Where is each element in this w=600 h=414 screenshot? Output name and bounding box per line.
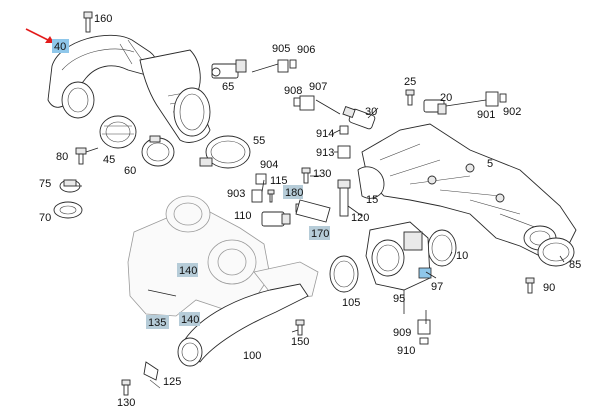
part-97-clip[interactable] (418, 267, 432, 279)
label-100[interactable]: 100 (243, 350, 261, 362)
label-95[interactable]: 95 (393, 293, 405, 305)
highlight-135 (146, 315, 169, 329)
part-10-seal-ring[interactable] (427, 229, 457, 267)
label-180[interactable]: 180 (285, 187, 303, 199)
part-55-large-clamp[interactable] (199, 135, 251, 169)
label-55[interactable]: 55 (253, 135, 265, 147)
turbocharger-assembly (127, 195, 319, 317)
part-901-connector[interactable] (485, 91, 507, 107)
label-70[interactable]: 70 (39, 212, 51, 224)
label-130-upper[interactable]: 130 (313, 168, 331, 180)
label-908[interactable]: 908 (284, 85, 302, 97)
part-15-gasket[interactable] (357, 166, 385, 199)
part-115-bolt[interactable] (267, 189, 275, 203)
label-20[interactable]: 20 (440, 92, 452, 104)
label-120[interactable]: 120 (351, 212, 369, 224)
highlight-40 (52, 39, 69, 53)
part-130-bolt-lower[interactable] (121, 379, 131, 396)
label-914[interactable]: 914 (316, 128, 334, 140)
label-10[interactable]: 10 (456, 250, 468, 262)
label-40[interactable]: 40 (54, 41, 66, 53)
label-5[interactable]: 5 (487, 158, 493, 170)
part-5-intake-manifold[interactable] (361, 123, 577, 257)
label-913[interactable]: 913 (316, 147, 334, 159)
label-125[interactable]: 125 (163, 376, 181, 388)
label-45[interactable]: 45 (103, 154, 115, 166)
part-170-bracket[interactable] (295, 199, 331, 223)
part-150-bolt[interactable] (295, 319, 305, 336)
part-60-hose-clamp[interactable] (141, 135, 175, 167)
label-160[interactable]: 160 (94, 13, 112, 25)
label-97[interactable]: 97 (431, 281, 443, 293)
part-45-clamp[interactable] (99, 115, 137, 149)
part-125-bracket[interactable] (143, 361, 161, 389)
part-110-sensor[interactable] (261, 211, 291, 227)
label-85[interactable]: 85 (569, 259, 581, 271)
label-90[interactable]: 90 (543, 282, 555, 294)
label-130-lower[interactable]: 130 (117, 397, 135, 409)
part-160-bolt[interactable] (83, 11, 93, 33)
part-120-sensor[interactable] (337, 179, 351, 217)
part-90-bolt[interactable] (525, 277, 535, 294)
pointer-arrow (25, 28, 55, 44)
label-910[interactable]: 910 (397, 345, 415, 357)
part-70-gasket[interactable] (53, 201, 83, 219)
part-20-sensor[interactable] (423, 99, 447, 115)
part-130-bolt-upper[interactable] (301, 167, 311, 184)
label-80[interactable]: 80 (56, 151, 68, 163)
part-30-sensor[interactable] (342, 105, 376, 130)
part-corrugated-hose[interactable] (139, 49, 211, 143)
part-905-connector[interactable] (277, 59, 297, 73)
label-150[interactable]: 150 (291, 336, 309, 348)
label-65[interactable]: 65 (222, 81, 234, 93)
highlight-140b (179, 312, 200, 326)
label-110[interactable]: 110 (234, 210, 252, 222)
label-60[interactable]: 60 (124, 165, 136, 177)
part-914-seal[interactable] (339, 125, 349, 135)
label-30[interactable]: 30 (365, 106, 377, 118)
highlight-170 (309, 226, 330, 240)
part-80-bolt[interactable] (75, 147, 87, 165)
part-903-connector[interactable] (251, 189, 263, 203)
label-906[interactable]: 906 (297, 44, 315, 56)
part-105-o-ring[interactable] (329, 255, 359, 293)
highlight-140a (177, 263, 198, 277)
label-904[interactable]: 904 (260, 159, 278, 171)
label-115[interactable]: 115 (270, 175, 288, 187)
part-65-sensor[interactable] (211, 59, 247, 79)
part-904-connector[interactable] (255, 173, 267, 185)
part-40-intake-pipe[interactable] (47, 34, 158, 119)
label-902[interactable]: 902 (503, 106, 521, 118)
label-140-upper[interactable]: 140 (179, 265, 197, 277)
part-913-connector[interactable] (337, 145, 351, 159)
label-15[interactable]: 15 (366, 194, 378, 206)
part-907-connector[interactable] (293, 95, 315, 111)
part-85-gasket[interactable] (537, 237, 575, 267)
highlight-180 (283, 185, 303, 199)
part-95-throttle-body[interactable] (365, 221, 431, 291)
label-905[interactable]: 905 (272, 43, 290, 55)
label-135[interactable]: 135 (148, 317, 166, 329)
part-100-duct[interactable] (177, 283, 309, 367)
label-25[interactable]: 25 (404, 76, 416, 88)
label-140-lower[interactable]: 140 (181, 314, 199, 326)
part-25-bolt[interactable] (405, 89, 415, 106)
part-909-connector[interactable] (417, 319, 431, 345)
label-903[interactable]: 903 (227, 188, 245, 200)
leader-lines (76, 63, 565, 333)
label-170[interactable]: 170 (311, 228, 329, 240)
label-907[interactable]: 907 (309, 81, 327, 93)
label-909[interactable]: 909 (393, 327, 411, 339)
label-901[interactable]: 901 (477, 109, 495, 121)
label-75[interactable]: 75 (39, 178, 51, 190)
label-105[interactable]: 105 (342, 297, 360, 309)
